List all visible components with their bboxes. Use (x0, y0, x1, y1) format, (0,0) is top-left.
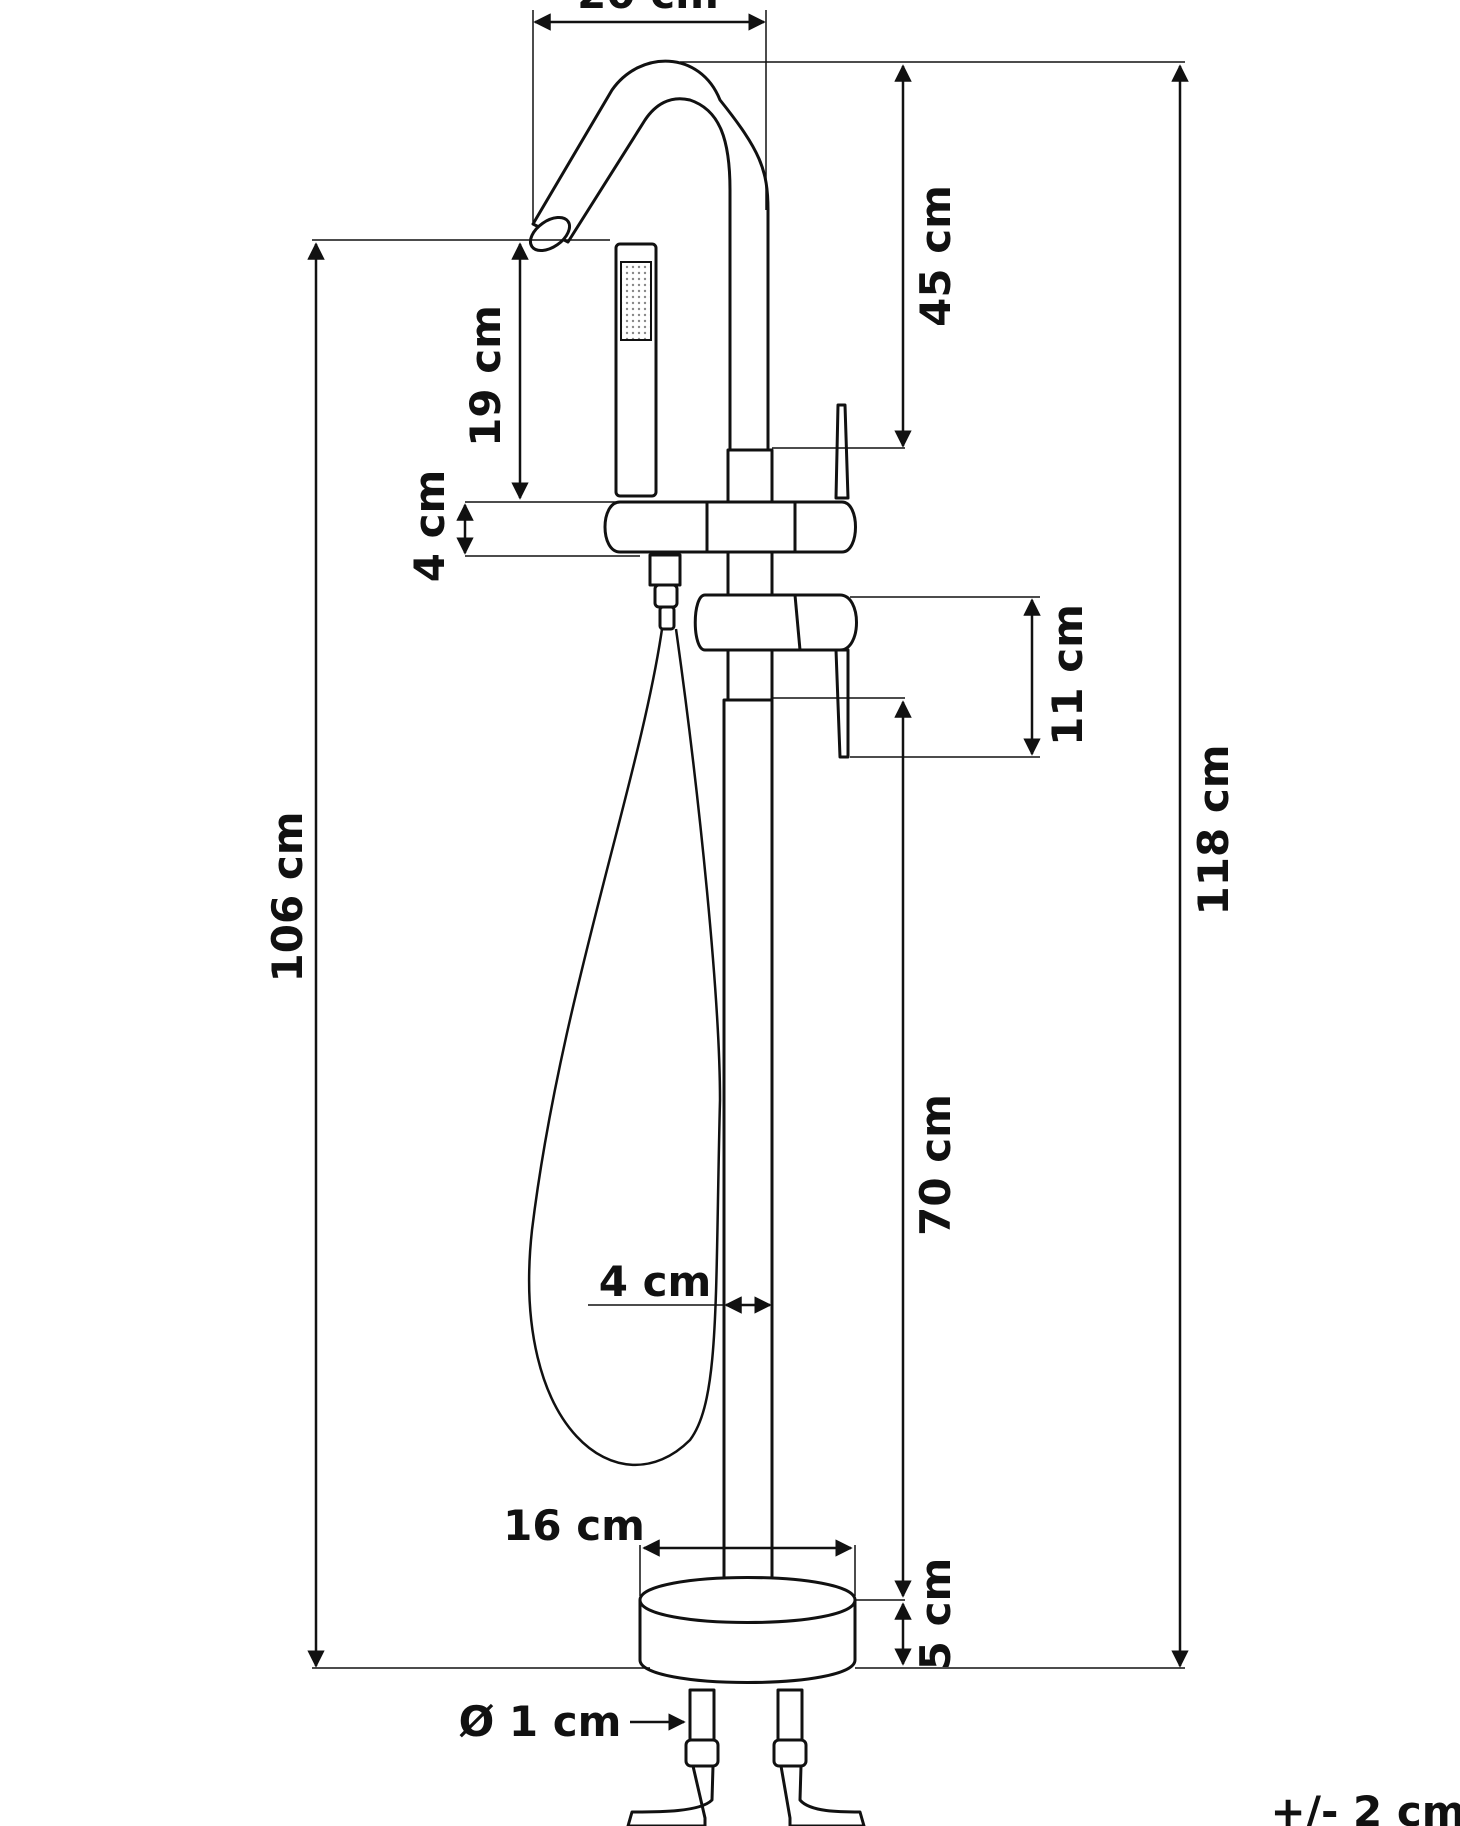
lower-lever (834, 648, 850, 759)
label-column-height: 70 cm (911, 1094, 960, 1236)
label-pipe-diameter: Ø 1 cm (459, 1697, 622, 1746)
label-holder: 4 cm (405, 470, 454, 583)
base-plate (638, 1576, 857, 1684)
dimension-labels: 20 cm 45 cm 118 cm 106 cm 19 cm 4 cm 11 … (263, 0, 1460, 1826)
gooseneck-spout (531, 59, 770, 452)
spout-outlet (528, 215, 572, 253)
label-column-diameter: 4 cm (599, 1257, 712, 1306)
supply-hose-right (779, 1764, 866, 1826)
label-outlet-height: 106 cm (263, 812, 312, 983)
mixer-body (603, 500, 857, 554)
label-base-diameter: 16 cm (503, 1501, 645, 1550)
hand-shower-mesh (620, 261, 652, 341)
supply-nut-left (684, 1738, 720, 1768)
upper-lever (834, 403, 850, 500)
hose-connector (648, 553, 682, 587)
label-spout-reach: 20 cm (577, 0, 719, 18)
label-lever-spacing: 11 cm (1043, 604, 1092, 746)
faucet-column-lower (722, 698, 774, 1597)
lower-handle (693, 593, 858, 652)
shower-hose (527, 628, 722, 1467)
hose-connector-tip (658, 605, 676, 631)
label-base-height: 5 cm (911, 1558, 960, 1671)
base-top-edge (638, 1599, 857, 1624)
faucet-column (726, 448, 774, 702)
lower-handle-divider (793, 594, 802, 651)
supply-hose-left (626, 1764, 715, 1826)
hose-connector-nut (653, 583, 679, 609)
supply-nut-right (772, 1738, 808, 1768)
label-spout-height: 45 cm (911, 185, 960, 327)
extension-lines (312, 10, 1185, 1669)
label-tolerance: +/- 2 cm (1270, 1787, 1460, 1826)
dimension-arrows (307, 13, 1189, 1731)
label-handshower: 19 cm (461, 305, 510, 447)
label-total-height: 118 cm (1189, 745, 1238, 916)
faucet-outline (527, 59, 866, 1826)
